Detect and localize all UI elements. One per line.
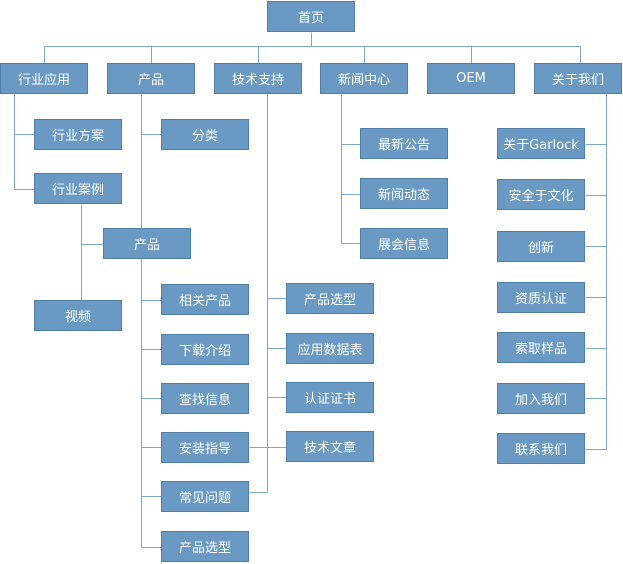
node-about-contact[interactable]: 联系我们 [497,433,585,464]
node-about-garlock-label: 关于Garlock [503,138,579,153]
node-news-latest-label: 最新公告 [377,138,430,153]
node-app-data[interactable]: 应用数据表 [286,333,374,364]
node-news-dynamic[interactable]: 新闻动态 [360,178,448,209]
node-selection[interactable]: 产品选型 [161,531,249,562]
node-case-products[interactable]: 产品 [103,228,191,259]
node-downloads-label: 下载介绍 [178,344,231,359]
node-tech[interactable]: 技术支持 [214,63,302,94]
node-news[interactable]: 新闻中心 [320,63,408,94]
node-about-join-label: 加入我们 [514,393,567,408]
node-oem[interactable]: OEM [427,63,515,94]
node-about-join[interactable]: 加入我们 [497,383,585,414]
node-about[interactable]: 关于我们 [534,63,622,94]
node-about-safety[interactable]: 安全于文化 [497,179,585,210]
node-about-innovation-label: 创新 [527,241,554,256]
node-tech-label: 技术支持 [231,73,284,88]
node-news-latest[interactable]: 最新公告 [360,128,448,159]
node-install-label: 安装指导 [178,442,231,457]
node-tech-selection-label: 产品选型 [303,293,356,308]
node-videos[interactable]: 视频 [34,300,122,331]
node-industry-label: 行业应用 [17,73,70,88]
node-videos-label: 视频 [64,310,91,325]
node-products[interactable]: 产品 [107,63,195,94]
node-about-qualification-label: 资质认证 [514,292,567,307]
node-app-data-label: 应用数据表 [297,343,363,358]
node-industry-cases[interactable]: 行业案例 [34,173,122,204]
node-news-expo[interactable]: 展会信息 [360,228,448,259]
node-products-label: 产品 [137,73,164,88]
node-case-products-label: 产品 [133,238,160,253]
node-oem-label: OEM [456,71,486,86]
node-about-innovation[interactable]: 创新 [497,231,585,262]
node-home-label: 首页 [297,11,324,26]
node-news-expo-label: 展会信息 [377,238,430,253]
node-industry-cases-label: 行业案例 [51,183,104,198]
node-certs-label: 认证证书 [303,392,356,407]
node-tech-selection[interactable]: 产品选型 [286,283,374,314]
node-related-label: 相关产品 [178,294,231,309]
node-about-contact-label: 联系我们 [514,443,567,458]
node-news-label: 新闻中心 [337,73,390,88]
node-install[interactable]: 安装指导 [161,432,249,463]
node-downloads[interactable]: 下载介绍 [161,334,249,365]
node-about-label: 关于我们 [551,73,604,88]
node-about-safety-label: 安全于文化 [508,189,574,204]
node-about-samples[interactable]: 索取样品 [497,332,585,363]
node-find-info[interactable]: 查找信息 [161,383,249,414]
node-faq-label: 常见问题 [178,491,231,506]
node-faq[interactable]: 常见问题 [161,481,249,512]
node-about-garlock[interactable]: 关于Garlock [497,128,585,159]
node-articles-label: 技术文章 [303,441,356,456]
node-industry-solutions[interactable]: 行业方案 [34,119,122,150]
node-industry[interactable]: 行业应用 [0,63,88,94]
node-categories-label: 分类 [191,129,218,144]
node-find-info-label: 查找信息 [178,393,231,408]
node-industry-solutions-label: 行业方案 [51,129,104,144]
node-selection-label: 产品选型 [178,541,231,556]
node-related[interactable]: 相关产品 [161,284,249,315]
node-about-qualification[interactable]: 资质认证 [497,282,585,313]
node-categories[interactable]: 分类 [161,119,249,150]
node-home[interactable]: 首页 [267,1,355,32]
node-certs[interactable]: 认证证书 [286,382,374,413]
node-articles[interactable]: 技术文章 [286,431,374,462]
node-news-dynamic-label: 新闻动态 [377,188,430,203]
node-about-samples-label: 索取样品 [514,342,567,357]
